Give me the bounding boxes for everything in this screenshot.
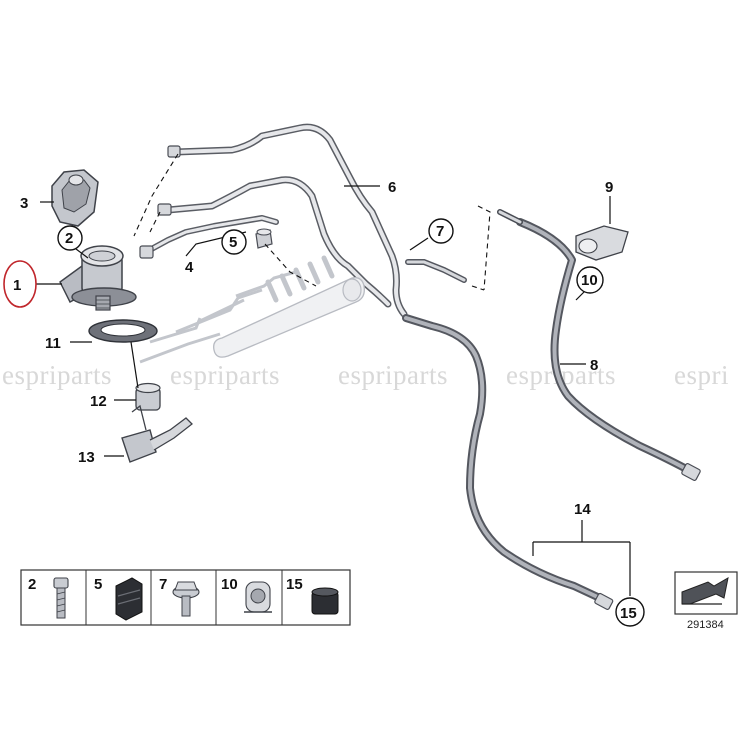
rubber-damper-part — [255, 228, 273, 249]
callout-10[interactable]: 10 — [581, 272, 598, 289]
callout-9[interactable]: 9 — [605, 179, 613, 196]
watermark-text: espri — [674, 360, 729, 390]
callout-5[interactable]: 5 — [229, 234, 237, 251]
callout-15[interactable]: 15 — [620, 605, 637, 622]
holder-part — [575, 225, 629, 261]
legend-number: 15 — [286, 576, 303, 593]
hex-flange-bolt-icon — [172, 581, 200, 617]
high-pressure-pump — [59, 245, 137, 311]
hardware-legend: 2 5 7 10 — [20, 569, 351, 626]
callout-8[interactable]: 8 — [590, 357, 598, 374]
callout-14[interactable]: 14 — [574, 501, 591, 518]
callout-circle-7 — [428, 218, 454, 244]
callout-7[interactable]: 7 — [436, 223, 444, 240]
dashed-leaders — [133, 153, 491, 291]
watermark: espriparts espriparts espriparts espripa… — [2, 360, 729, 390]
legend-item-15[interactable]: 15 — [286, 576, 339, 615]
legend-item-7[interactable]: 7 — [159, 576, 200, 617]
callout-12[interactable]: 12 — [90, 393, 107, 410]
callout-circle-15 — [615, 597, 645, 627]
fitting-part — [405, 259, 467, 283]
callout-2[interactable]: 2 — [65, 230, 73, 247]
legend-item-2[interactable]: 2 — [28, 576, 69, 619]
legend-item-10[interactable]: 10 — [221, 576, 272, 613]
callout-3[interactable]: 3 — [20, 195, 28, 212]
orientation-arrow-icon — [674, 571, 738, 615]
bolt-icon — [53, 577, 69, 619]
cable-clip-icon — [244, 581, 272, 613]
gasket-part — [88, 319, 158, 343]
fuel-line-14 — [402, 314, 614, 610]
callout-11[interactable]: 11 — [45, 335, 61, 352]
watermark-text: espriparts — [170, 360, 280, 390]
watermark-text: espriparts — [2, 360, 112, 390]
rubber-damper-icon — [115, 577, 143, 621]
sleeve-part — [135, 382, 161, 411]
high-pressure-line-6 — [167, 123, 408, 318]
grommet-icon — [311, 587, 339, 615]
bracket-part — [121, 404, 193, 463]
callout-circle-10 — [576, 266, 604, 294]
callout-circle-2 — [57, 225, 83, 251]
legend-number: 7 — [159, 576, 167, 593]
watermark-text: espriparts — [338, 360, 448, 390]
legend-number: 2 — [28, 576, 36, 593]
callout-13[interactable]: 13 — [78, 449, 95, 466]
pump-cover-part — [51, 169, 99, 227]
callout-1[interactable]: 1 — [13, 277, 21, 294]
fuel-rail — [139, 255, 365, 364]
high-pressure-line-4 — [139, 176, 392, 308]
highlight-circle — [3, 260, 37, 308]
legend-number: 5 — [94, 576, 102, 593]
legend-number: 10 — [221, 576, 238, 593]
legend-item-5[interactable]: 5 — [94, 576, 143, 621]
callout-circle-5 — [221, 229, 247, 255]
reference-number: 291384 — [687, 619, 724, 631]
callout-6[interactable]: 6 — [388, 179, 396, 196]
fuel-feed-line-8 — [497, 209, 701, 481]
callout-4[interactable]: 4 — [185, 259, 194, 276]
